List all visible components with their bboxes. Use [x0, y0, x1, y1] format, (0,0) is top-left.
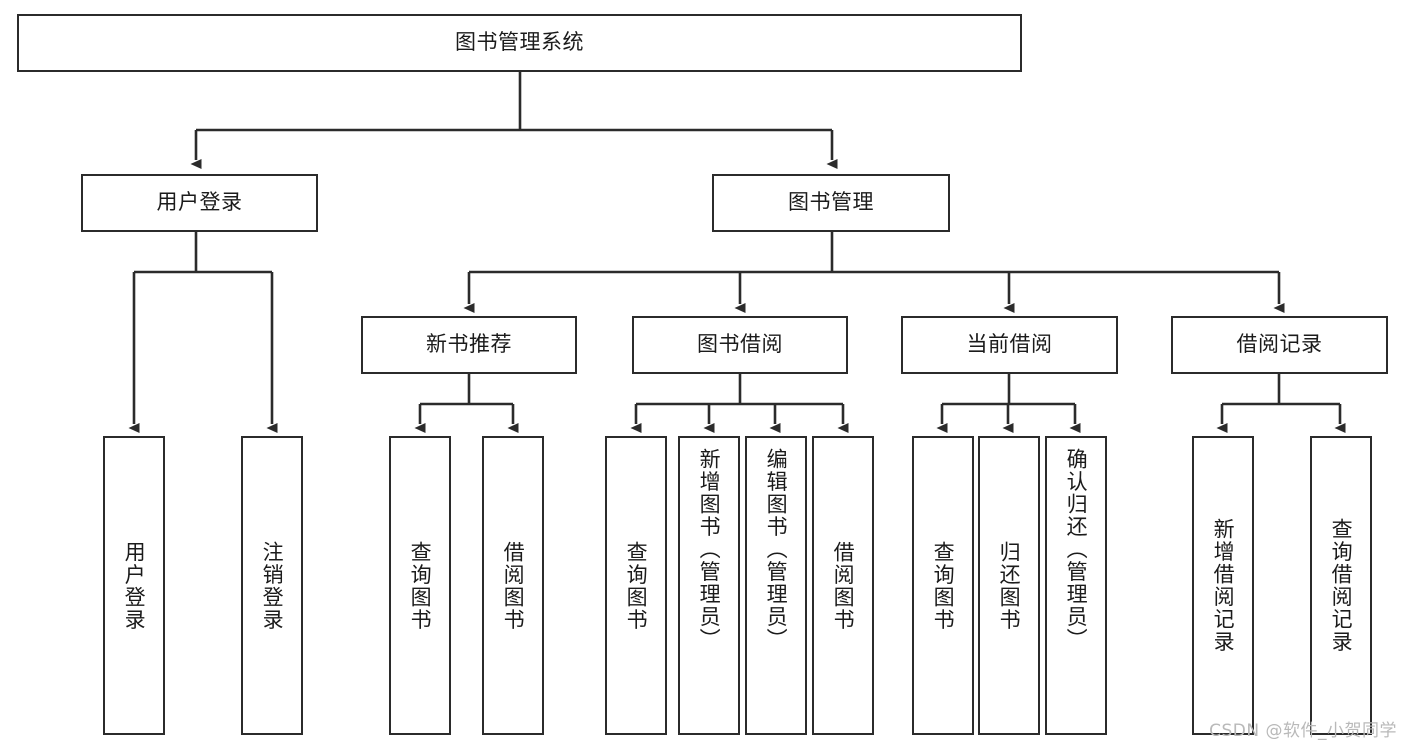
node-leaf-borrow-book-recommend[interactable]: 借阅图书 [482, 436, 544, 735]
node-leaf-confirm-return-admin[interactable]: 确认归还（管理员） [1045, 436, 1107, 735]
node-label: 新增图书（管理员） [697, 448, 722, 651]
node-leaf-add-book-admin[interactable]: 新增图书（管理员） [678, 436, 740, 735]
node-leaf-edit-book-admin[interactable]: 编辑图书（管理员） [745, 436, 807, 735]
node-label: 借阅记录 [1236, 332, 1323, 357]
node-label: 借阅图书 [831, 540, 856, 631]
node-leaf-user-login[interactable]: 用户登录 [103, 436, 165, 735]
node-label: 当前借阅 [966, 332, 1053, 357]
node-label: 借阅图书 [501, 540, 526, 631]
node-label: 查询图书 [624, 540, 649, 631]
node-root-book-management-system[interactable]: 图书管理系统 [17, 14, 1022, 72]
csdn-watermark: CSDN @软件_小贺同学 [1209, 721, 1397, 741]
node-leaf-query-book-recommend[interactable]: 查询图书 [389, 436, 451, 735]
node-label: 用户登录 [122, 540, 147, 631]
node-leaf-return-book[interactable]: 归还图书 [978, 436, 1040, 735]
node-label: 图书借阅 [697, 332, 783, 357]
node-leaf-borrow-book-borrow[interactable]: 借阅图书 [812, 436, 874, 735]
node-label: 查询借阅记录 [1329, 518, 1354, 653]
node-label: 查询图书 [931, 540, 956, 631]
node-leaf-logout-login[interactable]: 注销登录 [241, 436, 303, 735]
node-label: 新书推荐 [426, 332, 512, 357]
node-label: 图书管理系统 [455, 30, 584, 55]
node-leaf-query-book-current[interactable]: 查询图书 [912, 436, 974, 735]
node-label: 用户登录 [156, 190, 243, 215]
node-book-borrow[interactable]: 图书借阅 [632, 316, 848, 374]
node-borrow-record[interactable]: 借阅记录 [1171, 316, 1388, 374]
node-user-login[interactable]: 用户登录 [81, 174, 318, 232]
node-label: 查询图书 [408, 540, 433, 631]
node-label: 注销登录 [260, 540, 285, 631]
node-current-borrow[interactable]: 当前借阅 [901, 316, 1118, 374]
node-label: 新增借阅记录 [1211, 518, 1236, 653]
node-label: 确认归还（管理员） [1064, 448, 1089, 651]
node-leaf-query-book-borrow[interactable]: 查询图书 [605, 436, 667, 735]
node-leaf-add-borrow-record[interactable]: 新增借阅记录 [1192, 436, 1254, 735]
node-book-management[interactable]: 图书管理 [712, 174, 950, 232]
node-label: 图书管理 [788, 190, 874, 215]
node-label: 编辑图书（管理员） [764, 448, 789, 651]
node-new-book-recommend[interactable]: 新书推荐 [361, 316, 577, 374]
node-leaf-query-borrow-record[interactable]: 查询借阅记录 [1310, 436, 1372, 735]
node-label: 归还图书 [997, 540, 1022, 631]
